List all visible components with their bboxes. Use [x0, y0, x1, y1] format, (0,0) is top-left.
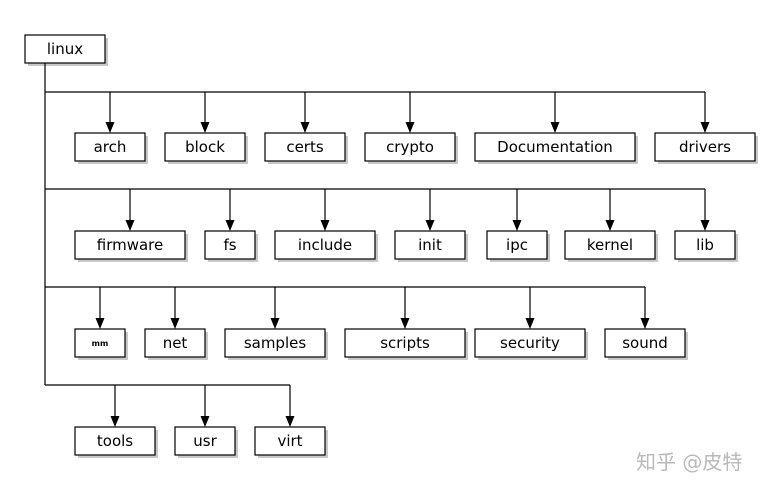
node-documentation-label: Documentation [497, 138, 613, 156]
node-block [164, 132, 246, 162]
edge-drivers-arrowhead [700, 122, 710, 133]
edge-kernel-arrowhead [605, 220, 615, 231]
node-scripts-label: scripts [380, 334, 430, 352]
edge-block-arrowhead [200, 122, 210, 133]
node-net [144, 328, 206, 358]
node-init-label: init [418, 236, 442, 254]
node-linux-label: linux [47, 40, 83, 58]
node-mm [74, 328, 126, 358]
node-lib [674, 230, 736, 260]
node-documentation [474, 132, 636, 162]
watermark-text: 知乎 @皮特 [636, 450, 743, 474]
edge-sound-arrowhead [640, 318, 650, 329]
edge-crypto-arrowhead [405, 122, 415, 133]
edge-mm-arrowhead [95, 318, 105, 329]
node-virt-label: virt [277, 432, 302, 450]
node-net-label: net [163, 334, 188, 352]
node-virt [254, 426, 326, 456]
node-firmware [74, 230, 186, 260]
edge-lib-arrowhead [700, 220, 710, 231]
node-crypto-label: crypto [386, 138, 434, 156]
node-init [394, 230, 466, 260]
edge-ipc-arrowhead [512, 220, 522, 231]
node-security-label: security [500, 334, 560, 352]
edge-security-arrowhead [525, 318, 535, 329]
node-samples-label: samples [244, 334, 307, 352]
edge-virt-arrowhead [285, 416, 295, 427]
node-crypto [364, 132, 456, 162]
edge-arch-arrowhead [105, 122, 115, 133]
node-ipc [486, 230, 548, 260]
node-kernel [564, 230, 656, 260]
node-certs-label: certs [286, 138, 324, 156]
node-security [474, 328, 586, 358]
node-arch-label: arch [94, 138, 127, 156]
node-sound-label: sound [622, 334, 668, 352]
edge-firmware-arrowhead [125, 220, 135, 231]
edge-samples-arrowhead [270, 318, 280, 329]
edge-init-arrowhead [425, 220, 435, 231]
node-sound [604, 328, 686, 358]
edge-net-arrowhead [170, 318, 180, 329]
edge-usr-arrowhead [200, 416, 210, 427]
node-fs [204, 230, 256, 260]
node-kernel-label: kernel [587, 236, 633, 254]
node-lib-label: lib [696, 236, 714, 254]
node-drivers [654, 132, 756, 162]
node-tools [74, 426, 156, 456]
node-tools-label: tools [97, 432, 133, 450]
node-mm-label: mm [92, 339, 109, 348]
node-linux [24, 34, 106, 64]
node-arch [74, 132, 146, 162]
edge-tools-arrowhead [110, 416, 120, 427]
edge-include-arrowhead [320, 220, 330, 231]
node-include-label: include [298, 236, 352, 254]
node-samples [224, 328, 326, 358]
node-usr-label: usr [193, 432, 217, 450]
node-fs-label: fs [223, 236, 236, 254]
edge-documentation-arrowhead [550, 122, 560, 133]
edge-certs-arrowhead [300, 122, 310, 133]
node-drivers-label: drivers [679, 138, 731, 156]
node-ipc-label: ipc [506, 236, 528, 254]
node-scripts [344, 328, 466, 358]
node-block-label: block [185, 138, 225, 156]
edge-fs-arrowhead [225, 220, 235, 231]
node-certs [264, 132, 346, 162]
edge-scripts-arrowhead [400, 318, 410, 329]
node-include [274, 230, 376, 260]
node-usr [174, 426, 236, 456]
node-firmware-label: firmware [97, 236, 164, 254]
